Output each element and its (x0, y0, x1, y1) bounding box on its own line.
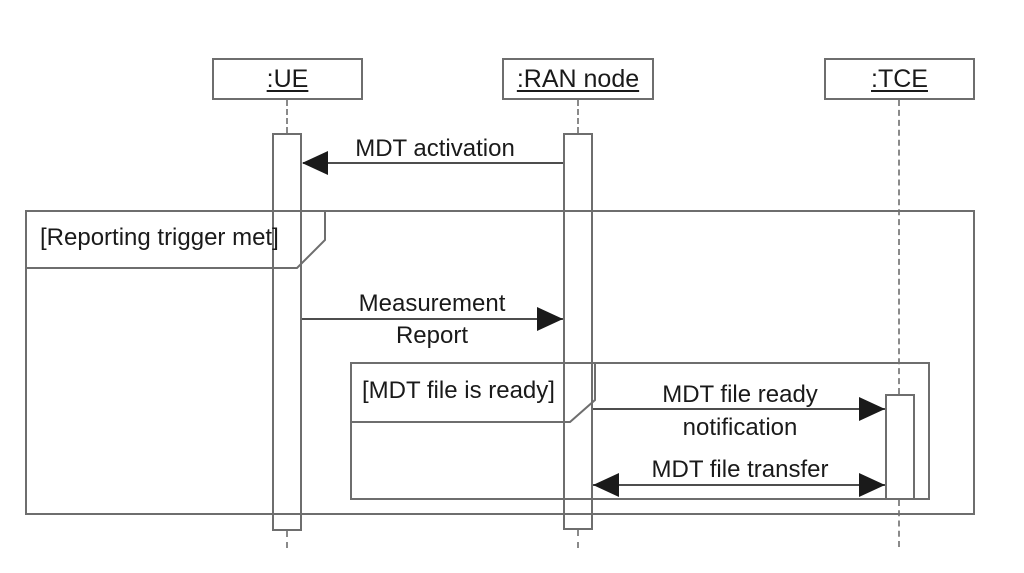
message-measurement-report-label-line2: Report (395, 322, 469, 349)
activation-bar-ue (272, 133, 302, 531)
message-measurement-report-arrowhead-icon (537, 307, 563, 331)
message-mdt-activation-arrowhead-icon (302, 151, 328, 175)
participant-ran-node: :RAN node (502, 58, 654, 100)
message-file-ready-label-line1: MDT file ready (662, 381, 818, 408)
lifeline-ran-node-upper (577, 100, 579, 133)
participant-ran-node-label: :RAN node (516, 64, 640, 93)
message-file-transfer-line (593, 484, 885, 486)
participant-ue: :UE (212, 58, 363, 100)
fragment-frame-outer (25, 210, 975, 515)
lifeline-tce-lower (898, 500, 900, 547)
participant-tce: :TCE (824, 58, 975, 100)
lifeline-ran-node-lower (577, 530, 579, 548)
message-mdt-activation-line (303, 162, 563, 164)
message-file-ready-label-line2: notification (682, 414, 798, 441)
message-measurement-report-line (302, 318, 563, 320)
message-file-transfer-label: MDT file transfer (651, 456, 829, 483)
message-file-ready-arrowhead-icon (859, 397, 885, 421)
message-mdt-activation-label: MDT activation (355, 135, 515, 162)
lifeline-tce-upper (898, 100, 900, 394)
lifeline-ue-upper (286, 100, 288, 133)
message-file-transfer-left-arrowhead-icon (593, 473, 619, 497)
message-file-ready-line (593, 408, 885, 410)
fragment-pentagon-inner (350, 362, 596, 423)
participant-tce-label: :TCE (871, 64, 928, 93)
message-measurement-report-label-line1: Measurement (358, 290, 506, 317)
fragment-guard-outer: [Reporting trigger met] (40, 224, 279, 251)
fragment-guard-inner: [MDT file is ready] (362, 377, 555, 404)
lifeline-ue-lower (286, 531, 288, 548)
fragment-pentagon-outer (25, 210, 326, 269)
fragment-frame-inner (350, 362, 930, 500)
activation-bar-ran-node (563, 133, 593, 530)
participant-ue-label: :UE (266, 64, 309, 93)
message-file-transfer-right-arrowhead-icon (859, 473, 885, 497)
